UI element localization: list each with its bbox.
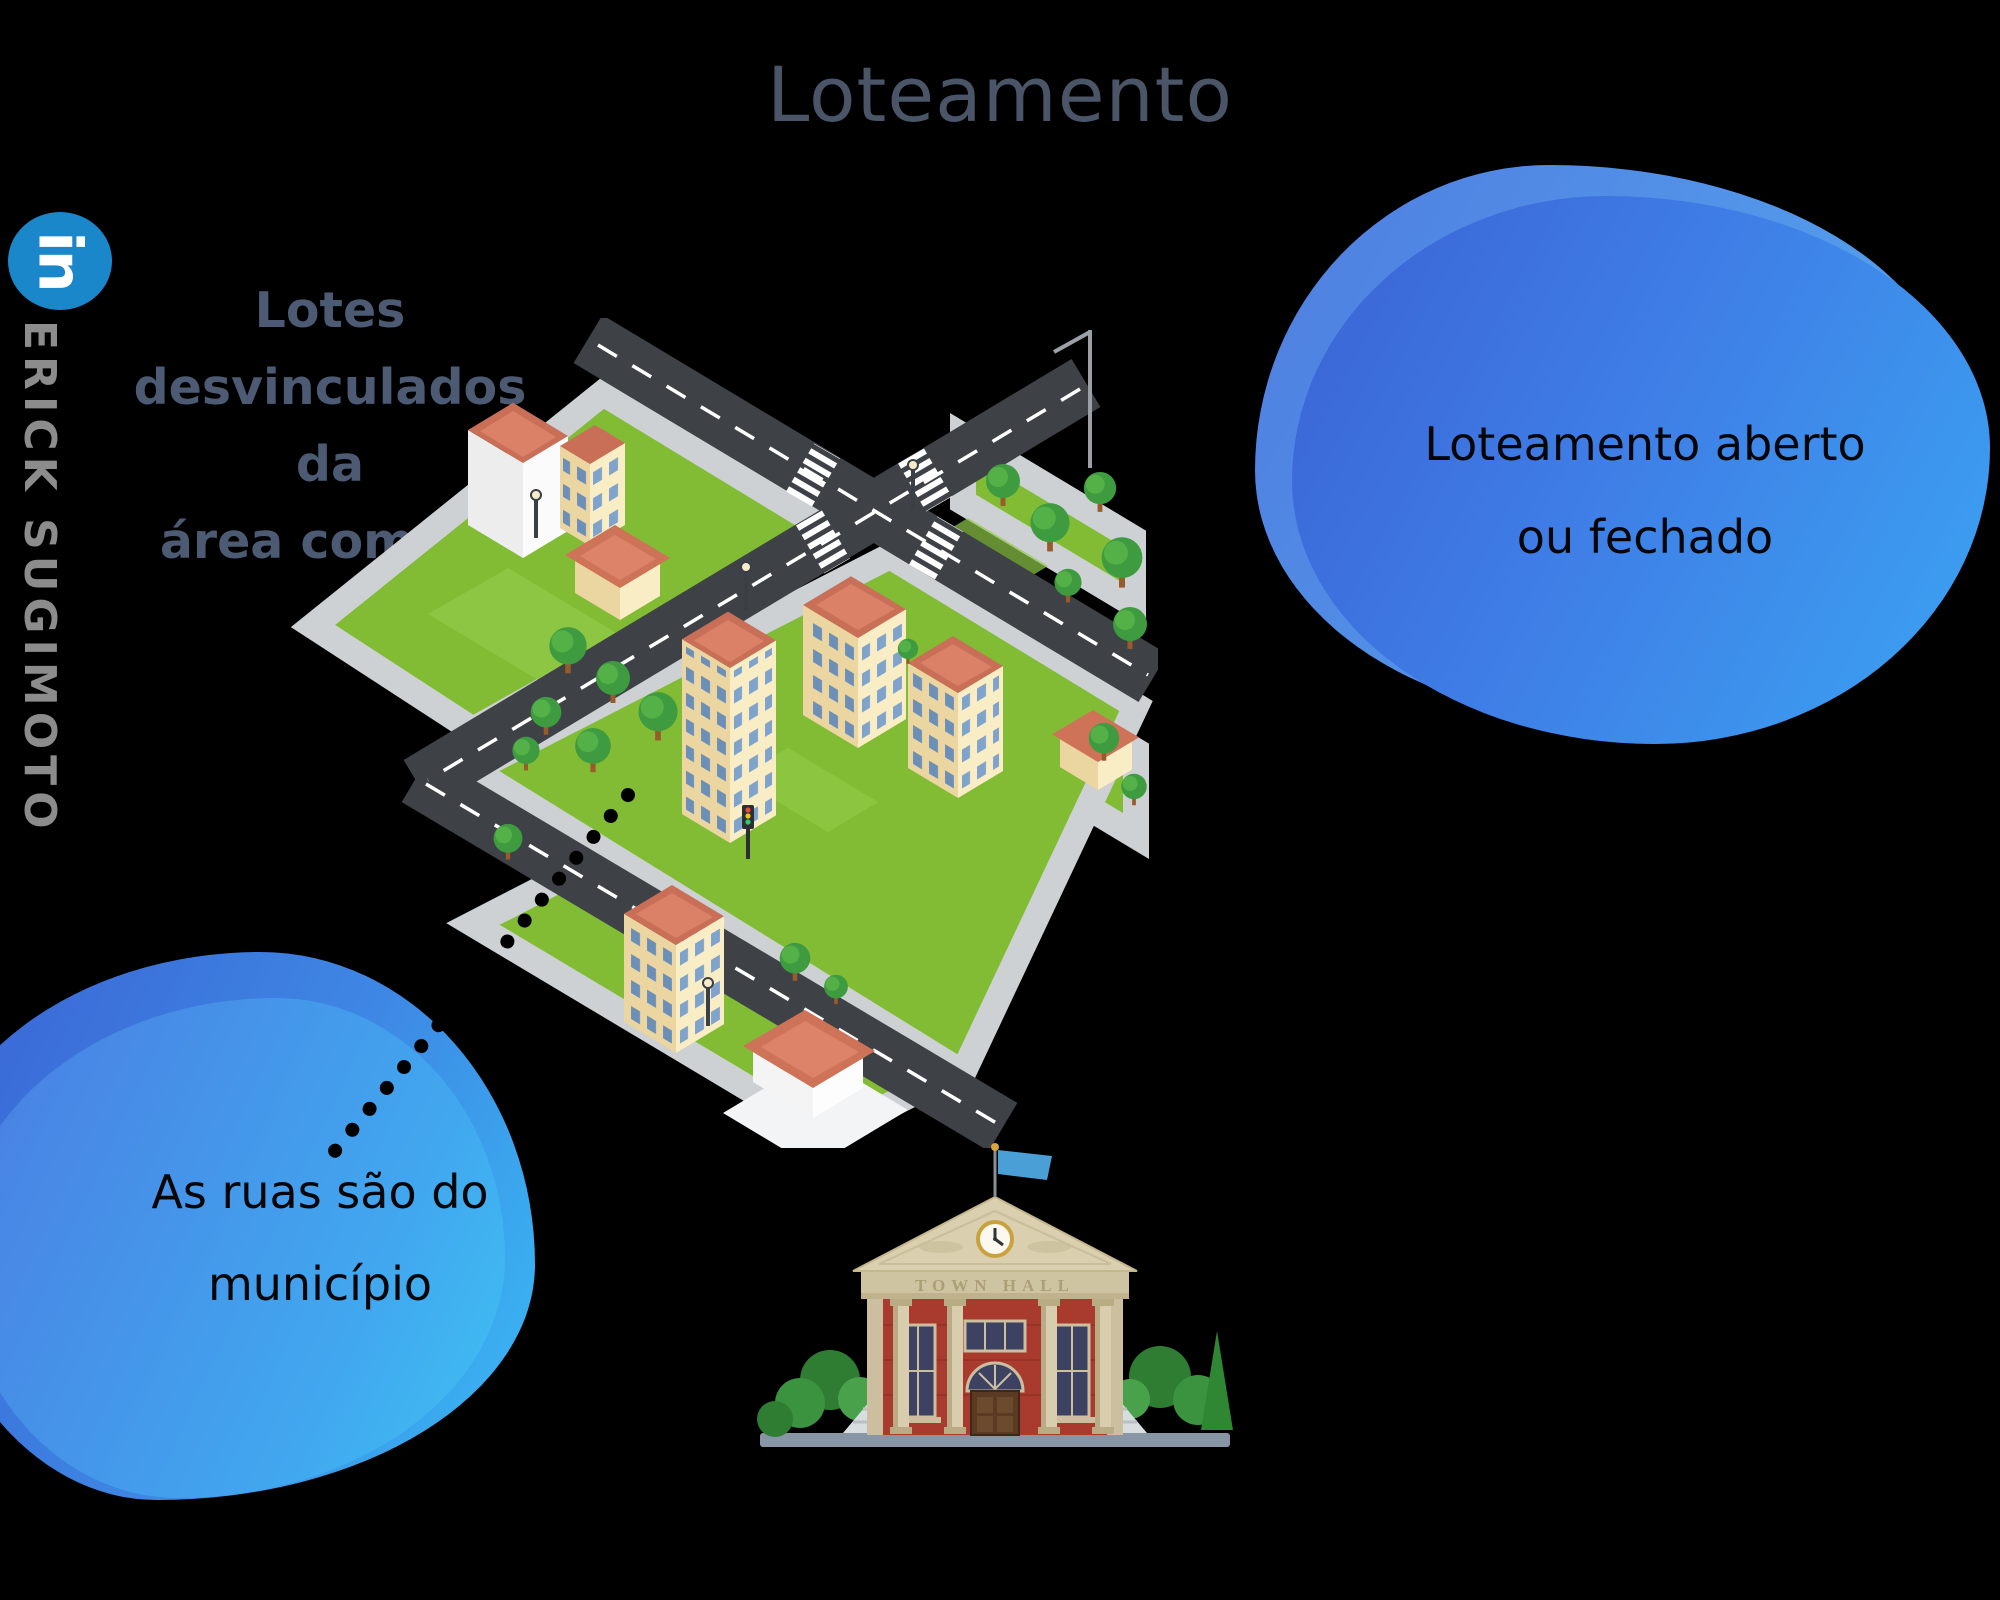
bushes-left (757, 1350, 882, 1437)
bubble-open-closed-text: Loteamento aberto ou fechado (1330, 398, 1960, 584)
page-title: Loteamento (767, 50, 1233, 139)
bubble-line: município (207, 1257, 433, 1311)
linkedin-icon: in (25, 231, 95, 291)
city-map-illustration (290, 318, 1158, 1148)
town-hall-sign: TOWN HALL (915, 1276, 1075, 1295)
town-hall-facade (867, 1295, 1123, 1436)
linkedin-badge[interactable]: in (8, 212, 112, 310)
town-hall-pediment (852, 1195, 1138, 1272)
city-buildings (468, 330, 1147, 1148)
callout-line: desvinculados da (133, 359, 527, 493)
flag-icon (991, 1143, 1052, 1197)
callout-line: Lotes (254, 282, 406, 339)
bubble-open-closed-shape (1292, 196, 1990, 744)
author-name-vertical: ERICK SUGIMOTO (14, 320, 65, 835)
bubble-line: As ruas são do (151, 1165, 489, 1219)
town-hall-ground (760, 1433, 1230, 1447)
dentil-strip (861, 1293, 1129, 1299)
bubble-line: ou fechado (1516, 510, 1774, 564)
town-hall-illustration: TOWN HALL (757, 1143, 1233, 1447)
bubble-line: Loteamento aberto (1424, 417, 1866, 471)
bubble-streets-text: As ruas são do município (85, 1146, 555, 1330)
